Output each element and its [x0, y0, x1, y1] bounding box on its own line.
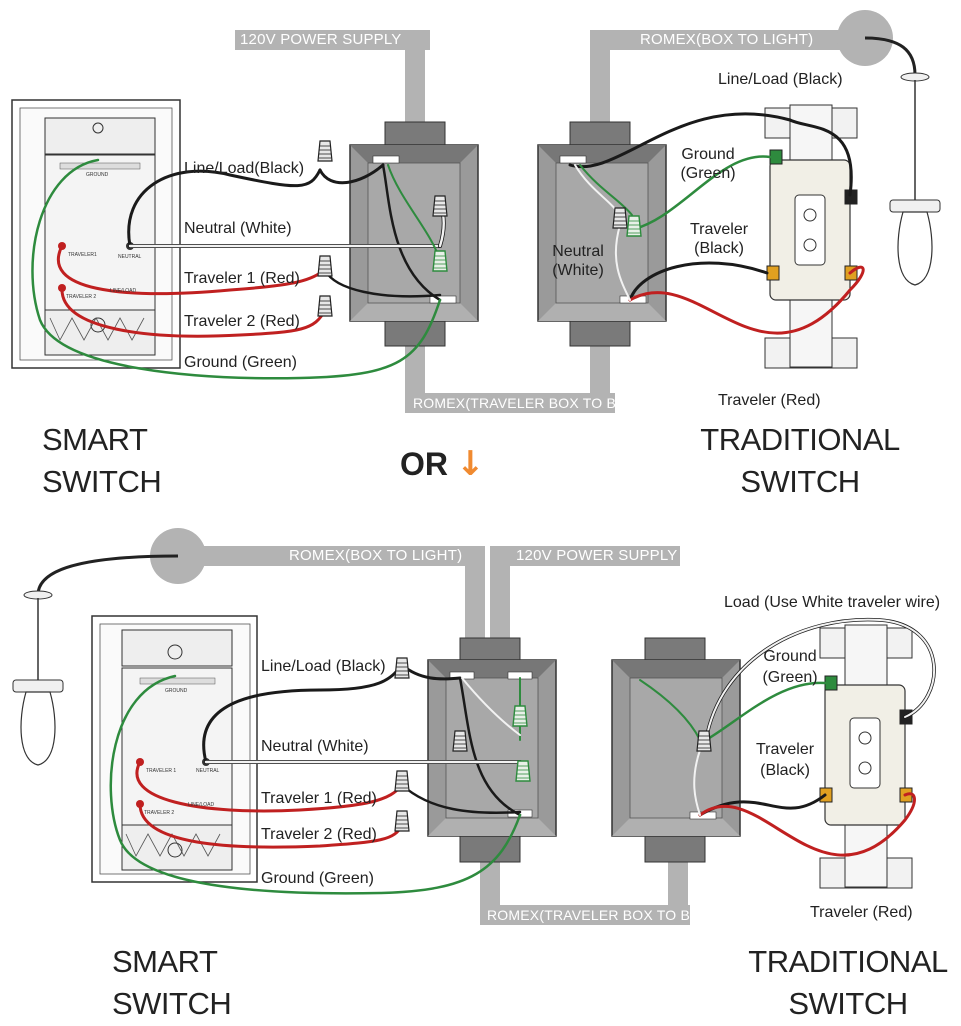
bottom-device-traveler2-text: TRAVELER 2	[144, 810, 175, 816]
bottom-traveler2-label: Traveler 2 (Red)	[261, 826, 377, 843]
top-right-ground-label-2: (Green)	[680, 165, 736, 182]
bottom-romex-light-banner: ROMEX(BOX TO LIGHT)	[289, 547, 463, 564]
top-romex-light-banner: ROMEX(BOX TO LIGHT)	[640, 31, 814, 48]
top-device-ground-text: GROUND	[86, 172, 109, 178]
bottom-right-traveler-label-1: Traveler	[755, 741, 815, 758]
down-arrow-icon: ↓	[456, 444, 485, 484]
bottom-traditional-switch-title-2: SWITCH	[788, 986, 908, 1021]
top-right-neutral-label-1: Neutral	[552, 243, 604, 260]
bottom-right-ground-label-2: (Green)	[762, 669, 818, 686]
top-device-line-load-text: LINE/LOAD	[110, 288, 137, 294]
top-right-neutral-label-2: (White)	[552, 262, 604, 279]
bottom-device-neutral-text: NEUTRAL	[196, 768, 220, 774]
top-right-traveler-label-1: Traveler	[689, 221, 749, 238]
top-right-line-load-label: Line/Load (Black)	[718, 71, 843, 88]
top-smart-switch-title-1: SMART	[42, 422, 148, 457]
top-right-junction-box	[537, 121, 667, 347]
top-right-traveler-red-label: Traveler (Red)	[718, 392, 821, 409]
bottom-smart-switch-device	[91, 615, 258, 883]
top-right-traveler-label-2: (Black)	[694, 240, 744, 257]
top-ground-label: Ground (Green)	[184, 354, 297, 371]
top-left-junction-box	[349, 121, 479, 347]
top-device-traveler2-text: TRAVELER 2	[66, 294, 97, 300]
top-power-supply-banner: 120V POWER SUPPLY	[240, 31, 402, 48]
bottom-left-junction-box	[427, 637, 557, 863]
bottom-device-traveler1-text: TRAVELER 1	[146, 768, 177, 774]
top-light-bulb	[864, 36, 941, 286]
bottom-right-traveler-label-2: (Black)	[760, 762, 810, 779]
bottom-neutral-label: Neutral (White)	[261, 738, 369, 755]
bottom-device-ground-text: GROUND	[165, 688, 188, 694]
bottom-right-ground-label-1: Ground	[763, 648, 817, 665]
bottom-traditional-switch-title-1: TRADITIONAL	[748, 944, 948, 979]
bottom-traditional-switch-device	[819, 624, 913, 889]
top-traveler1-label: Traveler 1 (Red)	[184, 270, 300, 287]
top-device-neutral-text: NEUTRAL	[118, 254, 142, 260]
bottom-power-supply-banner: 120V POWER SUPPLY	[516, 547, 678, 564]
top-smart-switch-device	[11, 99, 181, 369]
bottom-romex-traveler-banner: ROMEX(TRAVELER BOX TO BOX)	[487, 907, 716, 923]
top-smart-switch-title-2: SWITCH	[42, 464, 162, 499]
bottom-right-junction-box	[611, 637, 741, 863]
top-traveler2-label: Traveler 2 (Red)	[184, 313, 300, 330]
top-device-traveler1-text: TRAVELER1	[68, 252, 97, 258]
top-neutral-label: Neutral (White)	[184, 220, 292, 237]
bottom-smart-switch-title-1: SMART	[112, 944, 218, 979]
or-separator: OR	[400, 446, 448, 482]
bottom-smart-switch-title-2: SWITCH	[112, 986, 232, 1021]
bottom-light-bulb	[12, 554, 179, 766]
top-conduits	[235, 10, 893, 413]
bottom-device-line-load-text: LINE/LOAD	[188, 802, 215, 808]
bottom-line-load-label: Line/Load (Black)	[261, 658, 386, 675]
top-traditional-switch-title-1: TRADITIONAL	[700, 422, 900, 457]
top-romex-traveler-banner: ROMEX(TRAVELER BOX TO BOX)	[413, 395, 642, 411]
top-traditional-switch-title-2: SWITCH	[740, 464, 860, 499]
top-line-load-label: Line/Load(Black)	[184, 160, 305, 177]
bottom-load-white-label: Load (Use White traveler wire)	[724, 594, 941, 611]
bottom-ground-label: Ground (Green)	[261, 870, 374, 887]
top-right-ground-label-1: Ground	[681, 146, 735, 163]
bottom-traveler1-label: Traveler 1 (Red)	[261, 790, 377, 807]
bottom-right-traveler-red-label: Traveler (Red)	[810, 904, 913, 921]
bottom-wires	[109, 617, 936, 895]
